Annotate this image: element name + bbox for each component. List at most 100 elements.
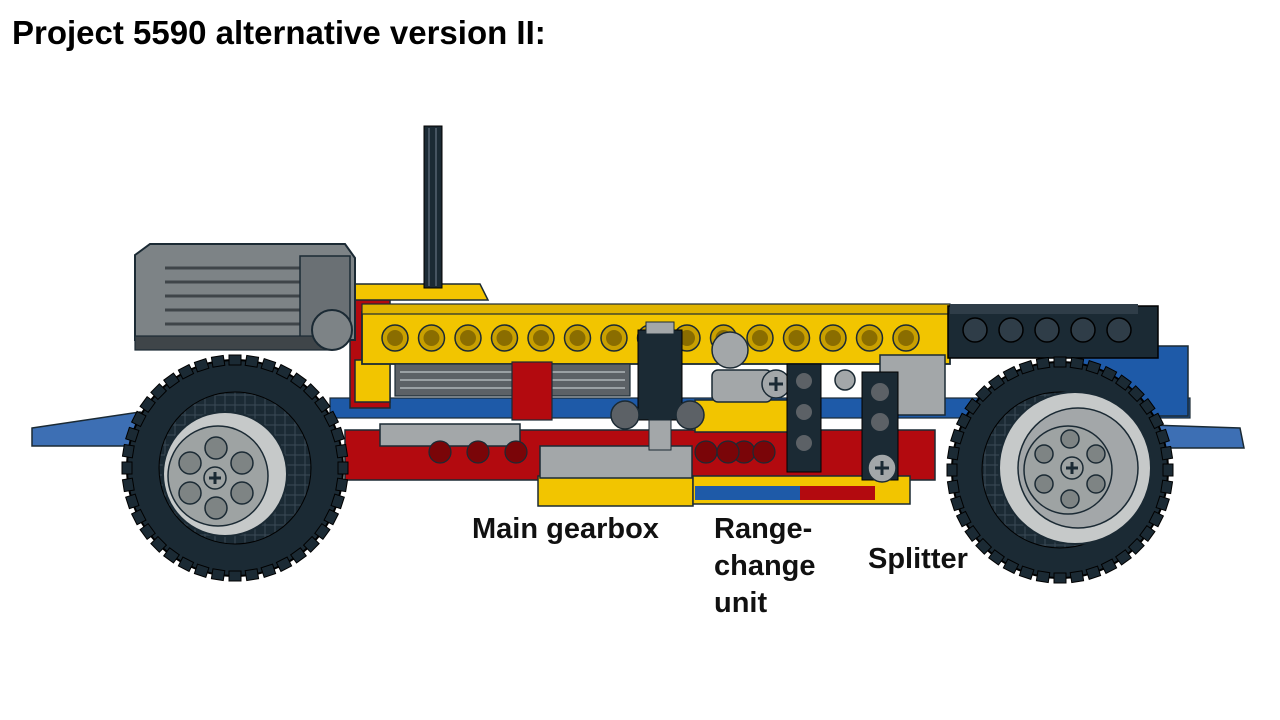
beam-hole [998,317,1024,343]
tread-tooth [130,410,147,428]
hub-hole [1086,444,1106,464]
beam-hole [428,440,452,464]
tread-tooth [330,493,345,510]
front-grey-plate [379,423,521,447]
tread-tooth [228,354,242,366]
beam-hole-inner [752,330,768,346]
tread-tooth [950,495,965,512]
tread-tooth [210,568,226,582]
tread-tooth [323,410,340,428]
tread-tooth [1160,479,1174,495]
cross-axle-mark [875,461,889,475]
tread-tooth [1002,365,1020,382]
hub-hole [178,451,202,475]
gearbox-axle-cap [645,321,675,335]
tread-tooth [330,426,345,443]
tread-tooth [1053,572,1067,584]
tread-tooth [302,383,320,401]
tread-tooth [964,398,981,416]
exhaust-highlight [428,128,437,286]
hub-hole [1086,474,1106,494]
gearbox-gear-left [610,400,640,430]
tread-tooth [260,563,277,578]
tread-tooth [1139,398,1156,416]
hub-hole [230,481,254,505]
tread-tooth [125,493,140,510]
hub-hole [1060,489,1080,509]
beam-hole [1070,317,1096,343]
beam-hole-inner [496,330,513,346]
liftarm-hole [796,404,812,420]
tread-tooth [1100,365,1118,382]
gearbox-gear-right [675,400,705,430]
rear-axle-mark [1066,462,1078,474]
front-axle-mark [209,472,221,484]
front-yellow-brick [354,359,391,403]
tread-tooth [163,547,181,564]
engine-gear [311,309,353,351]
gearbox-axle-housing [637,329,683,421]
hub-hole [1034,444,1054,464]
liftarm-hole [796,373,812,389]
lever-hole [871,383,889,401]
tread-tooth [1114,549,1132,566]
beam-hole [752,440,776,464]
page-title: Project 5590 alternative version II: [12,14,546,51]
hub-hole [230,451,254,475]
exhaust-pipe [423,125,443,289]
tread-tooth [121,461,133,475]
tread-tooth [335,443,349,459]
tread-tooth [1148,412,1165,430]
base-red-strip [800,486,875,500]
splitter-label: Splitter [868,543,968,575]
range-change-unit-label: Range- change unit [714,513,816,619]
beam-hole-inner [533,330,549,346]
front-tire-tread [121,354,349,582]
liftarm-hole [796,435,812,451]
tread-tooth [139,396,156,414]
hub-hole [204,436,228,460]
engine-grille [165,266,300,326]
tread-tooth [1114,374,1132,391]
beam-hole [716,440,740,464]
base-blue-strip [695,486,800,500]
gearbox-plate [539,445,693,479]
beam-hole-inner [898,330,914,346]
beam-hole-inner [387,330,403,346]
tread-tooth [955,510,972,528]
tread-tooth [193,563,210,578]
beam-hole-inner [825,330,841,346]
main-gearbox-shaft [610,321,705,451]
range-gear-top [711,331,749,369]
beam-hole-inner [679,330,695,346]
splitter-small-gear [834,369,856,391]
beam-hole [504,440,528,464]
tread-tooth [975,537,993,555]
beam-hole [466,440,490,464]
tread-tooth [337,461,349,475]
tread-tooth [955,412,972,430]
beam-hole-inner [423,330,440,346]
tread-tooth [260,358,277,373]
tread-tooth [950,428,965,445]
tread-tooth [193,358,210,373]
tread-tooth [1162,463,1174,477]
tread-tooth [335,477,349,493]
tread-tooth [1155,428,1170,445]
hub-hole [1034,474,1054,494]
hub-hole [204,496,228,520]
black-beam-top [950,304,1138,314]
tread-tooth [289,547,307,564]
beam-hole-inner [460,330,476,346]
engine-base [134,335,336,351]
tread-tooth [1127,385,1145,403]
beam-hole-inner [788,330,805,346]
rear-wheel [946,356,1174,584]
beam-hole-inner [606,330,622,346]
tread-tooth [289,372,307,389]
black-beam-holes [962,317,1132,343]
cross-axle-mark [769,377,783,391]
tread-tooth [1053,356,1067,368]
tread-tooth [323,508,340,526]
